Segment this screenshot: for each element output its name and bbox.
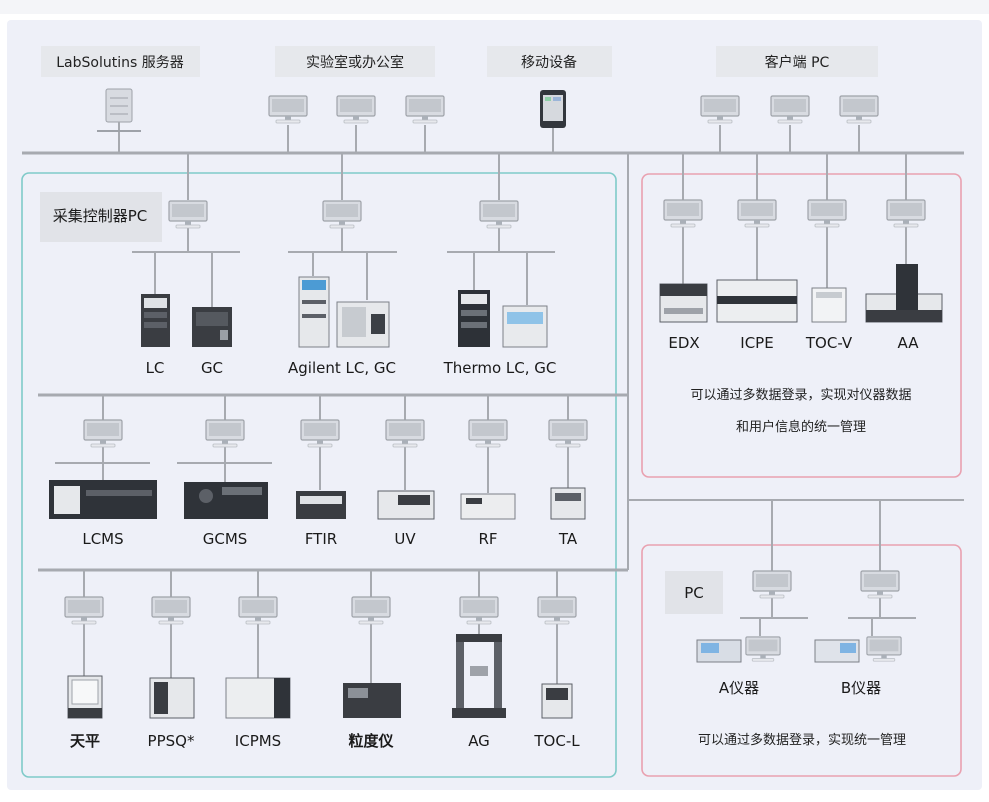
gc-instrument-icon xyxy=(192,307,232,347)
label-toc-v: TOC-V xyxy=(805,334,853,352)
mobile-device-icon xyxy=(540,90,566,128)
label-particle: 粒度仪 xyxy=(348,732,394,750)
balance-instrument-icon xyxy=(67,675,103,719)
top-headers: LabSolutins 服务器 实验室或办公室 移动设备 客户端 PC xyxy=(41,46,878,77)
acq-panel xyxy=(21,172,617,778)
toc-v-instrument-icon xyxy=(811,287,847,323)
label-agilent: Agilent LC, GC xyxy=(288,359,396,377)
svg-text:采集控制器PC: 采集控制器PC xyxy=(53,207,148,225)
network-bus xyxy=(22,125,964,570)
acq-panel-title: 采集控制器PC xyxy=(40,192,162,242)
label-gc: GC xyxy=(201,359,223,377)
gcms-instrument-icon xyxy=(184,482,268,519)
label-uv: UV xyxy=(394,530,416,548)
label-lc: LC xyxy=(146,359,165,377)
top-strip xyxy=(0,0,989,14)
right-top-note-line1: 可以通过多数据登录，实现对仪器数据 xyxy=(690,387,911,403)
label-lcms: LCMS xyxy=(82,530,123,548)
row2-wiring xyxy=(55,395,569,493)
lcms-instrument-icon xyxy=(49,480,157,519)
right-top-wiring xyxy=(682,153,907,288)
ppsq-instrument-icon xyxy=(149,677,195,719)
rf-instrument-icon xyxy=(460,493,516,520)
label-ag: AG xyxy=(468,732,490,750)
svg-text:客户端 PC: 客户端 PC xyxy=(765,54,830,71)
svg-text:LabSolutins 服务器: LabSolutins 服务器 xyxy=(56,55,183,71)
header-mobile: 移动设备 xyxy=(487,46,612,77)
label-ta: TA xyxy=(558,530,578,548)
thermo-lc-gc-icon xyxy=(458,290,548,348)
ag-tester-icon xyxy=(452,634,506,718)
aa-instrument-icon xyxy=(865,264,943,323)
label-edx: EDX xyxy=(668,334,699,352)
server-icon xyxy=(97,88,141,152)
label-thermo: Thermo LC, GC xyxy=(443,359,557,377)
right-top-note-line2: 和用户信息的统一管理 xyxy=(736,419,866,435)
right-bottom-title: PC xyxy=(665,571,723,614)
right-bottom-wiring xyxy=(740,500,916,636)
header-client: 客户端 PC xyxy=(716,46,878,77)
header-lab: 实验室或办公室 xyxy=(275,46,435,77)
row3-wiring xyxy=(83,570,558,684)
svg-text:实验室或办公室: 实验室或办公室 xyxy=(306,54,404,71)
icpe-instrument-icon xyxy=(716,279,798,323)
label-balance: 天平 xyxy=(70,732,100,750)
agilent-lc-gc-icon xyxy=(298,276,390,348)
label-icpms: ICPMS xyxy=(235,732,281,750)
lc-instrument-icon xyxy=(141,294,170,347)
ta-instrument-icon xyxy=(550,487,586,520)
label-instrument-b: B仪器 xyxy=(841,679,881,697)
right-bottom-note: 可以通过多数据登录，实现统一管理 xyxy=(698,732,906,748)
uv-instrument-icon xyxy=(377,490,435,520)
toc-l-instrument-icon xyxy=(541,683,573,719)
header-server: LabSolutins 服务器 xyxy=(41,46,200,77)
ftir-instrument-icon xyxy=(296,491,346,519)
label-rf: RF xyxy=(478,530,497,548)
svg-text:移动设备: 移动设备 xyxy=(521,54,577,71)
particle-sizer-icon xyxy=(343,683,401,718)
icpms-instrument-icon xyxy=(225,677,291,719)
instrument-a-icon xyxy=(696,639,742,663)
label-aa: AA xyxy=(898,334,920,352)
label-ftir: FTIR xyxy=(305,530,337,548)
label-toc-l: TOC-L xyxy=(533,732,580,750)
svg-text:PC: PC xyxy=(684,584,704,602)
label-gcms: GCMS xyxy=(203,530,248,548)
right-top-panel xyxy=(641,173,962,478)
instrument-b-icon xyxy=(814,639,860,663)
edx-instrument-icon xyxy=(659,283,708,323)
row1-wiring xyxy=(132,153,555,308)
label-instrument-a: A仪器 xyxy=(719,679,759,697)
label-icpe: ICPE xyxy=(740,334,773,352)
label-ppsq: PPSQ* xyxy=(148,732,195,750)
right-bottom-panel xyxy=(641,544,962,777)
